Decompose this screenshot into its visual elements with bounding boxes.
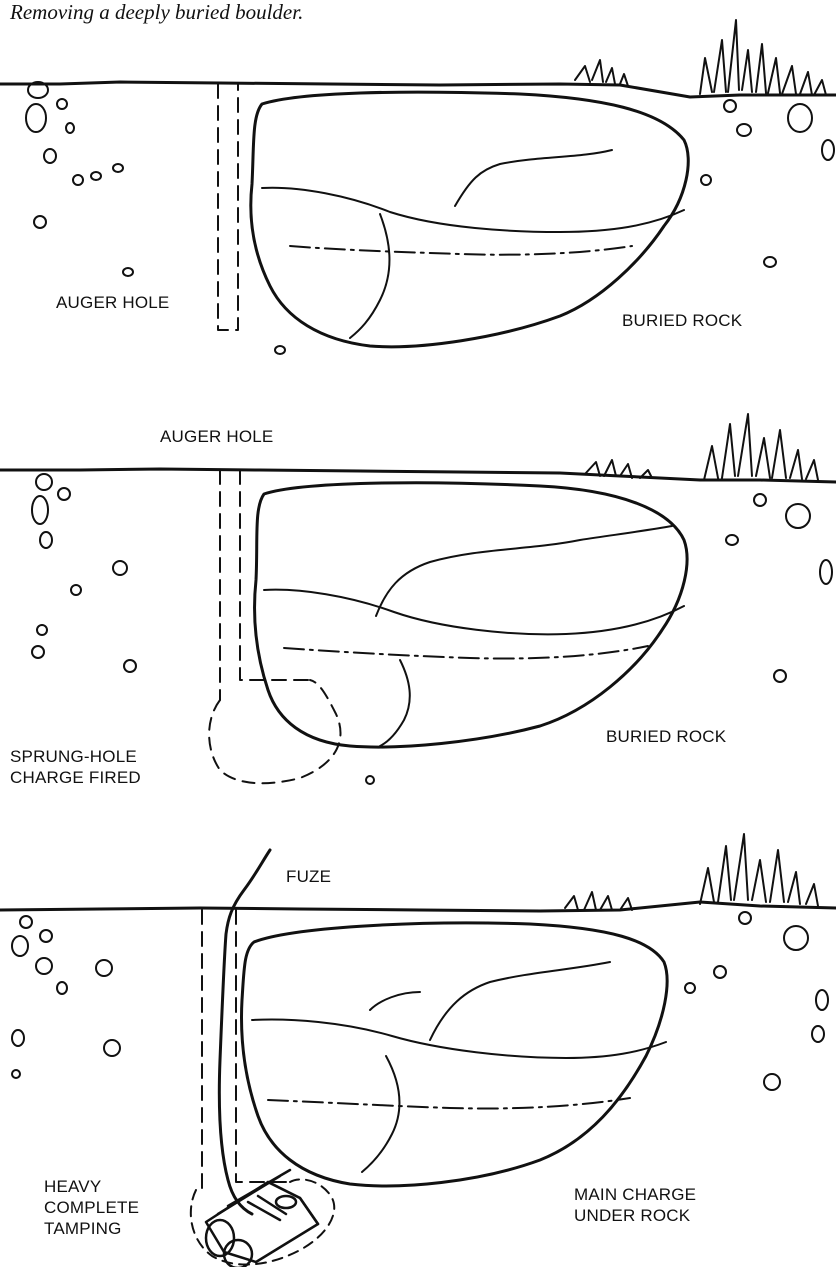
label-sprung-hole-line-2: CHARGE FIRED bbox=[10, 767, 141, 788]
ground-surface-line bbox=[0, 469, 836, 482]
fuze-wire bbox=[219, 850, 270, 1214]
auger-hole bbox=[220, 470, 310, 700]
label-tamping-line-3: TAMPING bbox=[44, 1218, 139, 1239]
panel-1-illustration bbox=[0, 0, 836, 390]
ground-surface-line bbox=[0, 902, 836, 911]
grass-tuft bbox=[585, 414, 818, 480]
soil-pebbles bbox=[12, 912, 828, 1090]
grass-tuft bbox=[565, 834, 818, 910]
label-sprung-hole-charge: SPRUNG-HOLE CHARGE FIRED bbox=[10, 746, 141, 788]
buried-boulder bbox=[251, 92, 688, 347]
sprung-hole-chamber bbox=[209, 680, 340, 783]
label-main-charge-under-rock: MAIN CHARGE UNDER ROCK bbox=[574, 1184, 696, 1226]
label-auger-hole: AUGER HOLE bbox=[160, 426, 273, 447]
label-fuze: FUZE bbox=[286, 866, 331, 887]
label-buried-rock: BURIED ROCK bbox=[622, 310, 742, 331]
label-main-charge-line-2: UNDER ROCK bbox=[574, 1205, 696, 1226]
label-tamping-line-2: COMPLETE bbox=[44, 1197, 139, 1218]
label-heavy-complete-tamping: HEAVY COMPLETE TAMPING bbox=[44, 1176, 139, 1239]
label-auger-hole: AUGER HOLE bbox=[56, 292, 169, 313]
auger-hole bbox=[218, 84, 238, 330]
label-tamping-line-1: HEAVY bbox=[44, 1176, 139, 1197]
buried-boulder bbox=[255, 483, 688, 747]
label-sprung-hole-line-1: SPRUNG-HOLE bbox=[10, 746, 141, 767]
panel-1-initial-auger-hole: AUGER HOLE BURIED ROCK bbox=[0, 0, 836, 390]
panel-2-sprung-hole: AUGER HOLE BURIED ROCK SPRUNG-HOLE CHARG… bbox=[0, 390, 836, 810]
dynamite-bundle bbox=[206, 1170, 318, 1267]
label-main-charge-line-1: MAIN CHARGE bbox=[574, 1184, 696, 1205]
label-buried-rock: BURIED ROCK bbox=[606, 726, 726, 747]
buried-boulder bbox=[242, 923, 668, 1186]
panel-3-main-charge: FUZE HEAVY COMPLETE TAMPING MAIN CHARGE … bbox=[0, 810, 836, 1267]
